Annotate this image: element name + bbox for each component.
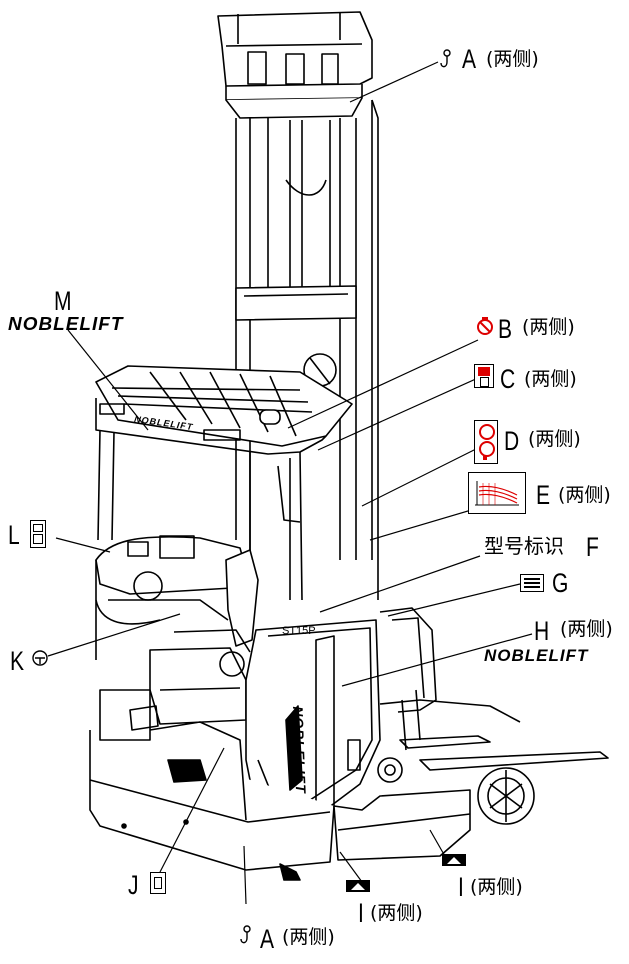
hook-icon <box>240 925 251 944</box>
callout-b-side: (两侧) <box>522 316 575 338</box>
brand-logo-m: NOBLELIFT <box>8 314 124 334</box>
callout-a-top-letter: A <box>462 44 477 74</box>
callout-e-letter: E <box>536 480 551 510</box>
callout-m-letter: M <box>54 286 72 316</box>
callout-h-letter: H <box>534 616 550 646</box>
no-standing-icon <box>477 317 493 335</box>
steering-icon <box>32 650 48 666</box>
callout-c-letter: C <box>500 364 516 394</box>
callout-b-letter: B <box>498 314 513 344</box>
safety-warning-icon <box>474 420 498 464</box>
callout-i-mid-letter: I <box>358 898 364 928</box>
info-tag-icon <box>30 520 46 548</box>
callout-a-bottom-side: (两侧) <box>282 926 335 948</box>
callout-e-side: (两侧) <box>558 484 611 506</box>
callout-d-letter: D <box>504 426 520 456</box>
callout-a-bottom-letter: A <box>260 924 275 954</box>
hook-icon <box>440 49 451 68</box>
hand-crush-icon <box>474 364 494 388</box>
info-tag-icon <box>150 872 166 894</box>
brand-logo-body: NOBLELIFT <box>290 706 310 795</box>
callout-l-letter: L <box>8 520 20 550</box>
callout-c-side: (两侧) <box>524 368 577 390</box>
callout-f-prefix: 型号标识 <box>484 534 564 558</box>
callout-f-letter: F <box>586 532 599 562</box>
callout-g-letter: G <box>552 568 569 598</box>
callout-h-side: (两侧) <box>560 618 613 640</box>
callout-i-right-letter: I <box>458 872 464 902</box>
callout-j-letter: J <box>128 870 139 900</box>
callout-i-right-side: (两侧) <box>470 876 523 898</box>
nameplate-icon <box>520 574 544 592</box>
model-plate: ST15P <box>282 625 316 637</box>
brand-logo-h: NOBLELIFT <box>484 646 589 665</box>
load-chart-icon <box>468 472 526 514</box>
triangle-warning-icon <box>346 880 370 892</box>
callout-d-side: (两侧) <box>528 428 581 450</box>
callout-k-letter: K <box>10 646 25 676</box>
callout-i-mid-side: (两侧) <box>370 902 423 924</box>
triangle-warning-icon <box>442 854 466 866</box>
callout-a-top-side: (两侧) <box>486 48 539 70</box>
